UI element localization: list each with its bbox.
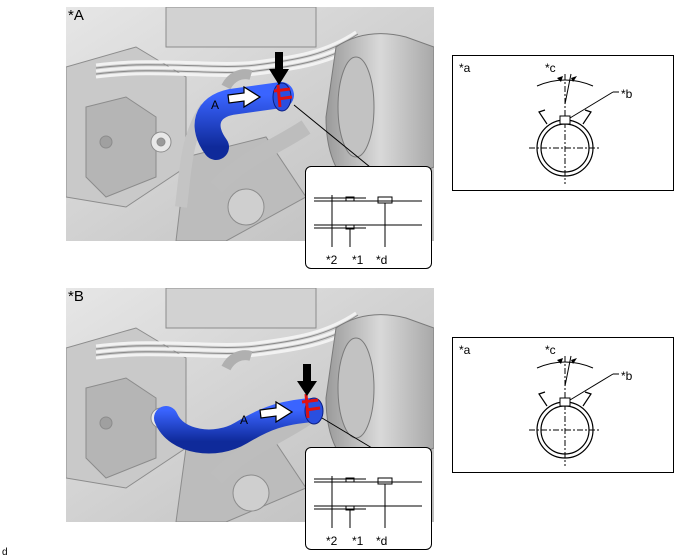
clamp-label-b-a: *b — [621, 87, 633, 101]
detail-diagram-a: *2 *1 *d — [314, 195, 422, 267]
detail-inset-a: *2 *1 *d — [305, 166, 432, 269]
clamp-position-diagram-b: *a *c *b — [452, 337, 674, 473]
hose-direction-arrow-a — [227, 85, 262, 109]
clamp-label-c-b: *c — [545, 343, 556, 357]
engine-photo-a: A *A — [66, 7, 434, 241]
detail-leader-a — [293, 104, 371, 168]
clamp-label-a-b: *a — [459, 343, 471, 357]
detail-label-2-b: *2 — [326, 534, 338, 548]
pipe-bundle — [95, 311, 367, 360]
engine-block — [66, 7, 317, 241]
detail-leader-b — [321, 417, 373, 449]
clamp-label-a-a: *a — [459, 61, 471, 75]
clamp-label-b-b: *b — [621, 369, 633, 383]
detail-diagram-b: *2 *1 *d — [314, 476, 422, 548]
clamp-diagram-a: *a *c *b — [459, 61, 633, 184]
clamp-label-c-a: *c — [545, 61, 556, 75]
pipe-bundle — [95, 30, 367, 79]
hose-direction-arrow-b — [259, 400, 294, 424]
detail-label-1-b: *1 — [352, 534, 364, 548]
hose-clamp-b — [301, 393, 321, 419]
clamp-direction-arrow-a — [269, 52, 289, 85]
figure-code: d — [2, 547, 8, 558]
detail-label-2-a: *2 — [326, 253, 338, 267]
clamp-diagram-b: *a *c *b — [459, 343, 633, 466]
detail-label-d-a: *d — [376, 253, 387, 267]
detail-label-d-b: *d — [376, 534, 387, 548]
clamp-position-diagram-a: *a *c *b — [452, 55, 674, 191]
clamp-direction-arrow-b — [297, 364, 317, 396]
hose-arrow-label-a: A — [211, 98, 219, 112]
coolant-pipes — [210, 350, 311, 484]
engine-illustration-a: A — [66, 7, 434, 241]
hose-clamp-a — [273, 84, 293, 108]
panel-label-b: *B — [68, 288, 84, 305]
hose-arrow-label-b: A — [240, 413, 248, 427]
detail-inset-b: *2 *1 *d — [305, 447, 432, 550]
detail-label-1-a: *1 — [352, 253, 364, 267]
panel-label-a: *A — [68, 7, 84, 24]
